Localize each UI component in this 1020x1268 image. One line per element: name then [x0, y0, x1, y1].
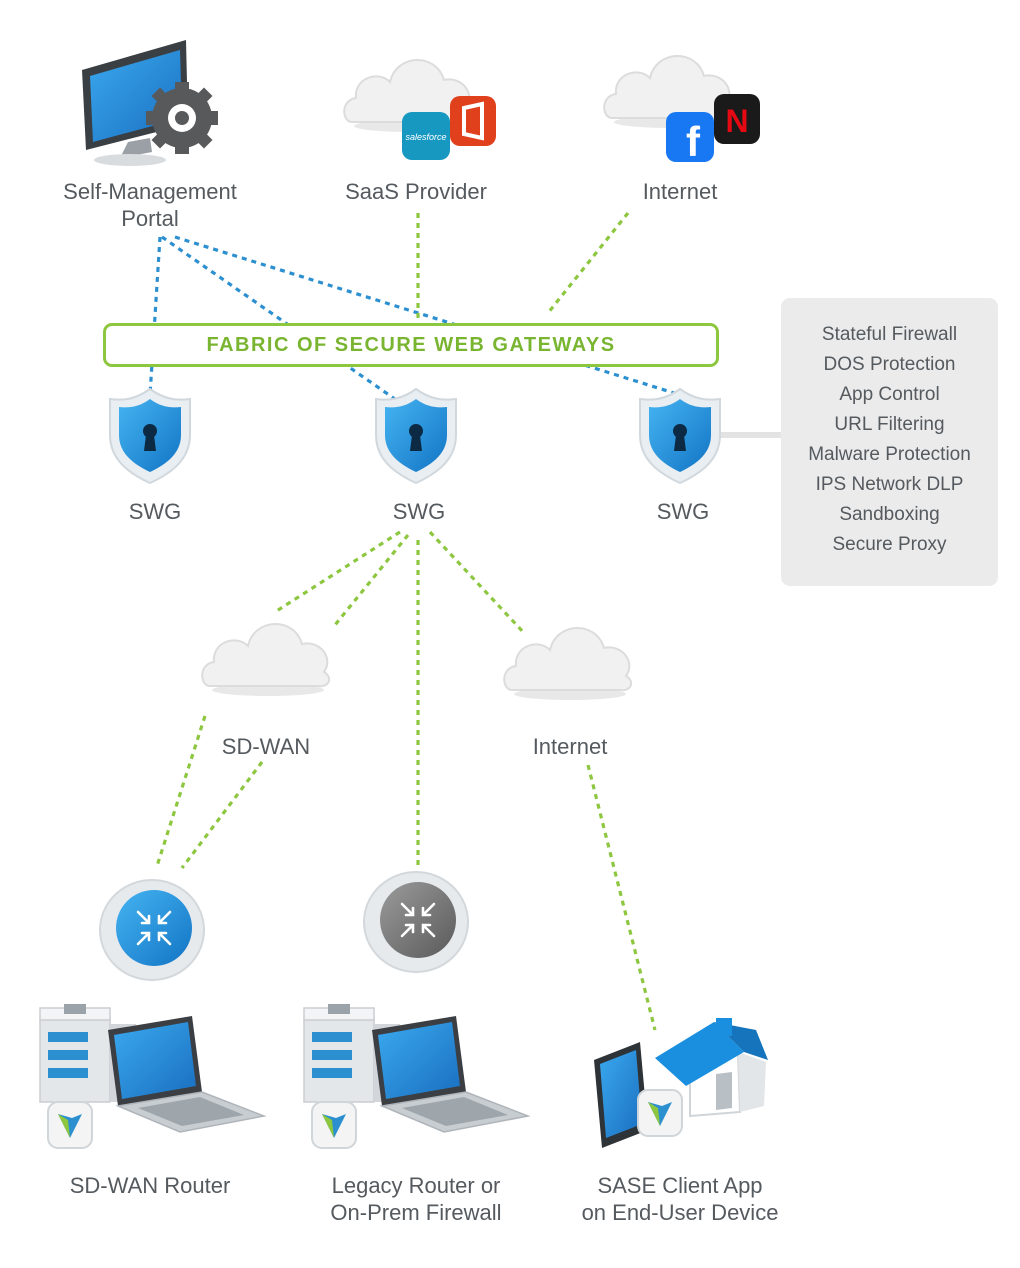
salesforce-text: salesforce [405, 132, 446, 142]
fabric-label: FABRIC OF SECURE WEB GATEWAYS [206, 333, 616, 356]
swg-right-shield-icon [639, 388, 721, 484]
salesforce-icon: salesforce [402, 112, 450, 160]
swg-mid-shield-icon [375, 388, 457, 484]
feature-item: App Control [839, 384, 940, 405]
phone-house-icon [594, 1018, 768, 1148]
svg-text:f: f [686, 118, 701, 165]
swg-left-shield-icon [109, 388, 191, 484]
swg-mid-label: SWG [392, 499, 446, 524]
internet-mid-cloud-icon [503, 626, 633, 701]
netflix-icon: N [714, 94, 760, 144]
link-internet-client [586, 764, 657, 1031]
feature-item: Secure Proxy [832, 534, 947, 555]
portal-label: Self-Management Portal [63, 178, 237, 232]
legacy-router-icon [363, 871, 469, 973]
link-sdwan-router-1 [155, 715, 207, 867]
feature-item: DOS Protection [823, 354, 956, 375]
sdwan-site-icon [39, 1003, 265, 1149]
link-swg-internet [428, 530, 527, 636]
link-swg-sdwan-1 [274, 530, 401, 614]
svg-text:N: N [725, 103, 748, 139]
link-portal-swg-right [174, 235, 691, 400]
fabric-banner: FABRIC OF SECURE WEB GATEWAYS [103, 323, 719, 367]
sdwan-cloud-label: SD-WAN [221, 734, 311, 759]
link-portal-swg-left [148, 236, 162, 396]
link-internet-fabric [546, 212, 630, 314]
client-app-label: SASE Client App on End-User Device [581, 1173, 779, 1225]
feature-item: URL Filtering [834, 414, 945, 435]
features-panel: Stateful Firewall DOS Protection App Con… [781, 298, 998, 586]
monitor-gear-icon [82, 40, 218, 166]
internet-mid-label: Internet [532, 734, 608, 759]
feature-item: Stateful Firewall [821, 324, 958, 345]
feature-item: IPS Network DLP [815, 474, 964, 495]
sdwan-router-icon [99, 879, 205, 981]
sdwan-router-label: SD-WAN Router [69, 1173, 231, 1198]
link-sdwan-router-2 [180, 761, 264, 869]
swg-right-label: SWG [656, 499, 710, 524]
internet-top-label: Internet [642, 179, 718, 204]
portal-label-text: Self-Management Portal [63, 179, 237, 231]
legacy-router-label: Legacy Router or On-Prem Firewall [330, 1173, 502, 1225]
data-links [155, 212, 657, 1031]
office-icon [450, 96, 496, 146]
saas-label: SaaS Provider [345, 179, 487, 204]
feature-item: Sandboxing [839, 504, 940, 525]
feature-item: Malware Protection [808, 444, 971, 465]
sdwan-cloud-icon [201, 622, 331, 697]
swg-left-label: SWG [128, 499, 182, 524]
legacy-site-icon [303, 1003, 529, 1149]
facebook-icon: f [666, 112, 714, 165]
